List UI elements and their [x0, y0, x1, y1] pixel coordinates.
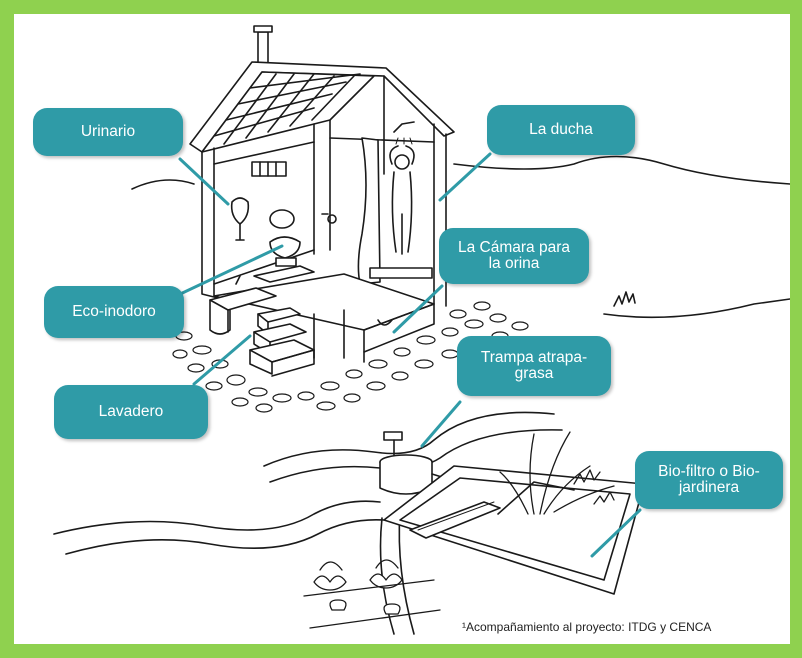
eco-toilet-fixture [269, 209, 301, 267]
callout-urinario-text: Urinario [80, 123, 136, 140]
callout-trampa-atrapa-grasa-text: Trampa atrapa-grasa [480, 349, 588, 382]
urinal-fixture [230, 197, 250, 241]
tiled-roof [189, 61, 455, 153]
callout-trampa-atrapa-grasa: Trampa atrapa-grasa [457, 336, 611, 396]
shower-area [357, 121, 433, 285]
drainage-channels [53, 411, 563, 635]
callout-bio-filtro: Bio-filtro o Bio-jardinera [635, 451, 783, 509]
floor-platform [213, 265, 435, 363]
callout-la-ducha-text: La ducha [529, 121, 593, 138]
grass-tuft [613, 291, 636, 307]
vegetable-garden [303, 559, 441, 629]
callout-la-ducha: La ducha [487, 105, 635, 155]
toilet-paper [321, 213, 337, 224]
callout-lavadero: Lavadero [54, 385, 208, 439]
hill-left [131, 179, 195, 190]
reed-plants [499, 431, 615, 515]
callout-camara-orina-text: La Cámara para la orina [457, 239, 570, 272]
callout-camara-orina: La Cámara para la orina [439, 228, 589, 284]
callout-eco-inodoro: Eco-inodoro [44, 286, 184, 338]
small-window [251, 161, 287, 177]
callout-eco-inodoro-text: Eco-inodoro [72, 303, 156, 320]
callout-bio-filtro-text: Bio-filtro o Bio-jardinera [658, 463, 760, 496]
eco-bathroom-sketch [53, 25, 790, 635]
callout-pointers [174, 152, 642, 558]
callout-lavadero-text: Lavadero [98, 403, 164, 420]
illustration-panel: Urinario La ducha Eco-inodoro La Cámara … [14, 14, 790, 644]
callout-urinario: Urinario [33, 108, 183, 156]
cobblestones [172, 301, 529, 413]
house-walls [201, 75, 447, 307]
footnote-credit: ¹Acompañamiento al proyecto: ITDG y CENC… [462, 620, 712, 634]
stairs [249, 307, 315, 377]
ground-right [603, 298, 790, 319]
wash-basin [209, 275, 277, 335]
hill-right [453, 155, 790, 185]
